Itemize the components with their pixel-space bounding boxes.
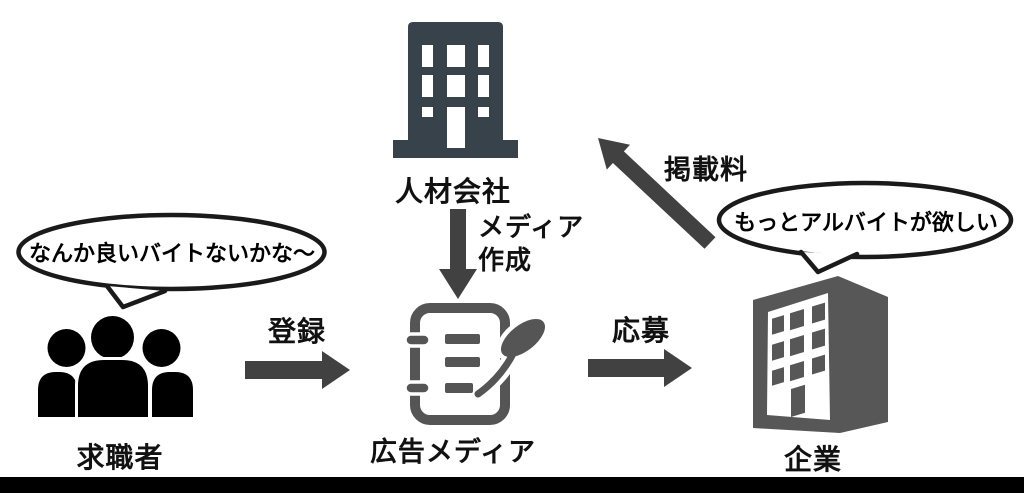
company-speech-bubble bbox=[716, 180, 1014, 275]
listing-fee-arrow-label: 掲載料 bbox=[664, 155, 748, 185]
company-label: 企業 bbox=[783, 444, 843, 475]
company-bubble-text: もっとアルバイトが欲しい bbox=[734, 210, 998, 235]
job-seeker-bubble-text: なんか良いバイトないかな〜 bbox=[28, 241, 316, 266]
ad-media-label: 広告メディア bbox=[369, 437, 537, 467]
building-3d-icon bbox=[753, 276, 888, 433]
building-flat-icon bbox=[393, 22, 518, 158]
staffing-company-label: 人材会社 bbox=[394, 176, 512, 207]
bottom-bar bbox=[0, 477, 1024, 493]
media-creation-arrow-label: メディア 作成 bbox=[478, 212, 585, 275]
apply-arrow bbox=[588, 349, 692, 387]
listing-fee-arrow bbox=[598, 138, 716, 249]
media-creation-arrow bbox=[439, 209, 477, 299]
apply-arrow-label: 応募 bbox=[611, 315, 671, 346]
notebook-quill-icon bbox=[403, 303, 550, 425]
job-seekers-label: 求職者 bbox=[76, 442, 164, 473]
people-group-icon bbox=[38, 313, 193, 420]
register-arrow bbox=[245, 351, 350, 389]
register-arrow-label: 登録 bbox=[267, 316, 327, 347]
job-seeker-speech-bubble bbox=[16, 212, 327, 310]
